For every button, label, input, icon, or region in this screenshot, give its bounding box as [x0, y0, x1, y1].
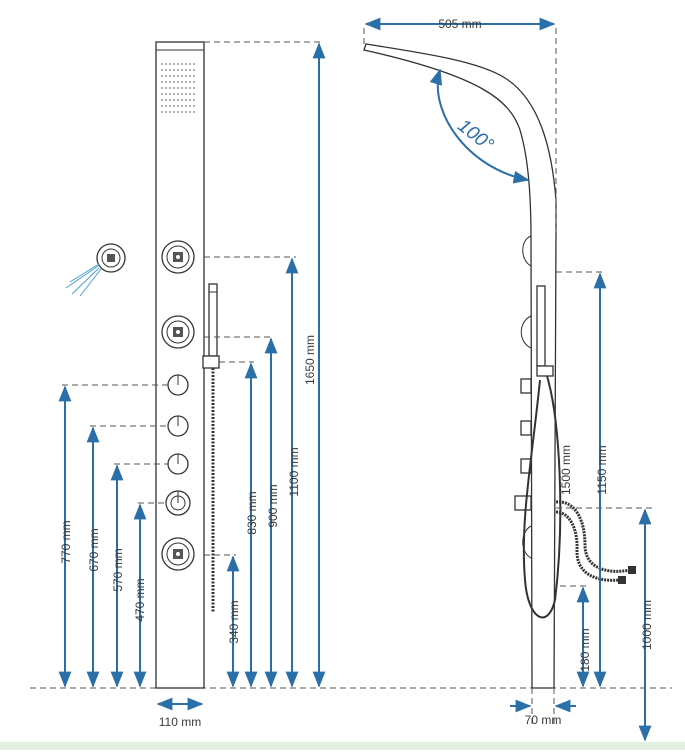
- label-mount-height: 1150 mm: [595, 445, 609, 494]
- rain-nozzles: [161, 63, 195, 113]
- label-reach: 505 mm: [438, 17, 481, 31]
- jet-spray-detail: [65, 243, 126, 297]
- label-holder-height: 830 mm: [245, 491, 259, 534]
- inlet-hose-1: [555, 500, 631, 573]
- side-view: 505 mm 100° 1500 mm 1150 mm 180 mm 1000 …: [363, 17, 656, 742]
- inlet-hose-2: [555, 510, 621, 582]
- label-jet-middle-height: 900 mm: [266, 484, 280, 527]
- label-inlet-height: 180 mm: [578, 628, 592, 671]
- label-angle: 100°: [453, 115, 497, 156]
- label-inlet-hose-height: 1000 mm: [640, 600, 654, 650]
- front-panel: [155, 41, 205, 689]
- control-knob-2: [167, 415, 189, 437]
- label-control-1-height: 770 mm: [59, 520, 73, 563]
- control-knob-3: [167, 453, 189, 475]
- control-knob-4: [165, 490, 191, 516]
- label-jet-bottom-height: 340 mm: [227, 600, 241, 643]
- control-knob-1: [167, 374, 189, 396]
- hand-shower: [202, 283, 220, 369]
- body-jet-top: [161, 240, 195, 274]
- label-jet-top-height: 1100 mm: [287, 447, 301, 496]
- label-panel-width: 110 mm: [159, 715, 201, 729]
- label-control-3-height: 570 mm: [111, 548, 125, 591]
- label-control-4-height: 470 mm: [133, 578, 147, 621]
- side-hose: [522, 375, 562, 619]
- body-jet-middle: [161, 315, 195, 349]
- label-control-2-height: 670 mm: [87, 528, 101, 571]
- front-view: 1650 mm 1100 mm 900 mm 830 mm 340 mm 770…: [58, 41, 326, 729]
- label-hose-length: 1500 mm: [559, 445, 573, 495]
- bottom-band: [0, 742, 685, 750]
- body-jet-bottom: [161, 537, 195, 571]
- label-total-height: 1650 mm: [303, 335, 317, 385]
- label-depth: 70 mm: [525, 713, 562, 727]
